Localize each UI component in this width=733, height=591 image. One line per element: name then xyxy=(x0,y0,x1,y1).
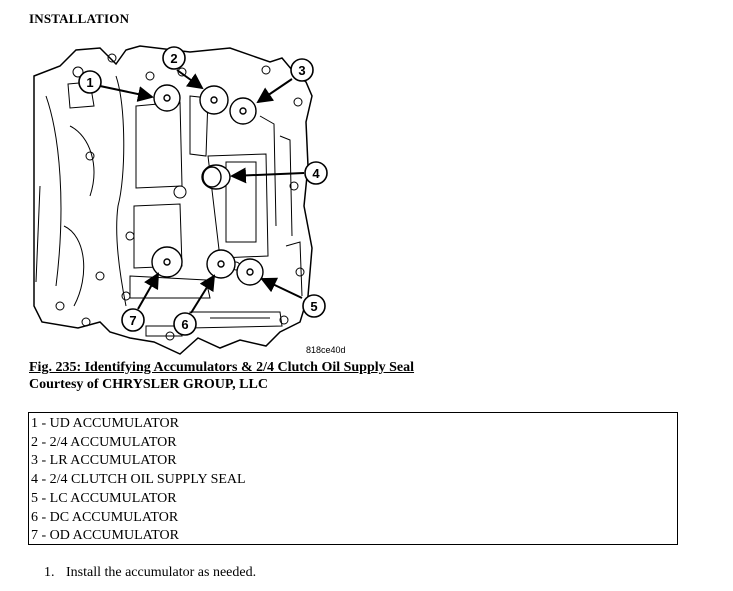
legend-item-6: 6 - DC ACCUMULATOR xyxy=(31,509,179,525)
accumulator-figure: 1 2 3 4 5 6 7 818ce40d xyxy=(30,36,346,358)
callout-6: 6 xyxy=(181,317,188,332)
legend-table: 1 - UD ACCUMULATOR 2 - 2/4 ACCUMULATOR 3… xyxy=(28,412,678,545)
legend-item-5: 5 - LC ACCUMULATOR xyxy=(31,490,177,506)
legend-item-3: 3 - LR ACCUMULATOR xyxy=(31,453,177,469)
transmission-case-illustration: 1 2 3 4 5 6 7 818ce40d xyxy=(33,45,346,355)
procedure-steps: 1. Install the accumulator as needed. xyxy=(44,565,256,581)
callout-1: 1 xyxy=(86,75,93,90)
callout-5: 5 xyxy=(310,299,317,314)
section-heading: INSTALLATION xyxy=(29,11,130,26)
step-item: 1. Install the accumulator as needed. xyxy=(44,565,256,581)
figure-courtesy: Courtesy of CHRYSLER GROUP, LLC xyxy=(29,377,268,392)
callout-7: 7 xyxy=(129,313,136,328)
step-number: 1. xyxy=(44,565,55,580)
figure-caption: Fig. 235: Identifying Accumulators & 2/4… xyxy=(29,360,415,375)
callout-3: 3 xyxy=(298,63,305,78)
step-text: Install the accumulator as needed. xyxy=(66,565,257,580)
legend-item-2: 2 - 2/4 ACCUMULATOR xyxy=(31,434,177,450)
callout-2: 2 xyxy=(170,51,177,66)
legend-item-4: 4 - 2/4 CLUTCH OIL SUPPLY SEAL xyxy=(31,472,246,488)
figure-code: 818ce40d xyxy=(306,345,346,355)
callout-4: 4 xyxy=(312,166,320,181)
legend-item-1: 1 - UD ACCUMULATOR xyxy=(31,416,179,431)
legend-item-7: 7 - OD ACCUMULATOR xyxy=(31,528,179,544)
